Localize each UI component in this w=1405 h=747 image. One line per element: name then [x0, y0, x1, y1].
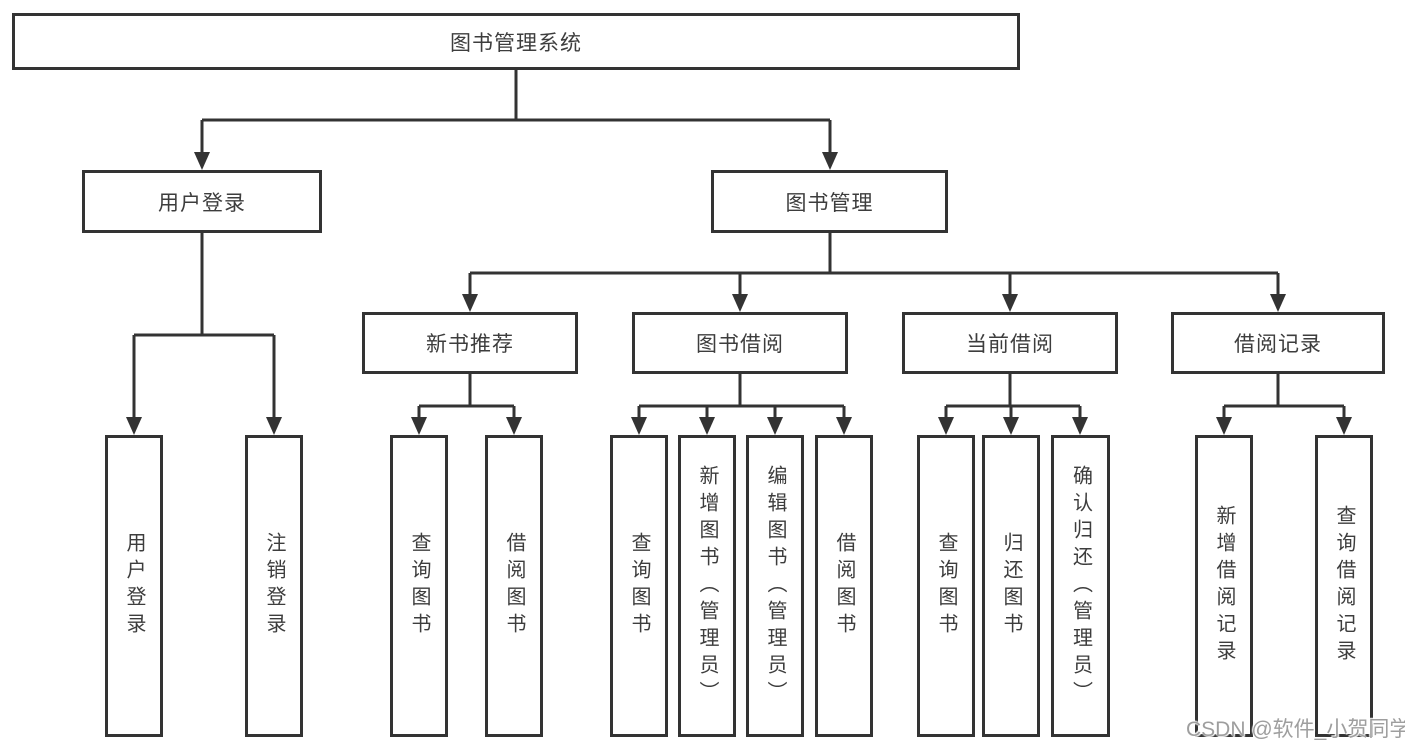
node-borrow-records: 借阅记录 [1171, 312, 1385, 374]
leaf-br-query-borrow-record: 查询借阅记录 [1315, 435, 1373, 737]
leaf-label: 用户登录 [123, 532, 145, 640]
leaf-br-add-borrow-record: 新增借阅记录 [1195, 435, 1253, 737]
leaf-logout-login: 注销登录 [245, 435, 303, 737]
leaf-label: 新增图书（管理员） [696, 464, 718, 708]
leaf-label: 确认归还（管理员） [1069, 464, 1092, 708]
node-user-login: 用户登录 [82, 170, 322, 233]
watermark-text: CSDN @软件_小贺同学 [1186, 718, 1405, 741]
leaf-bb-edit-books-admin: 编辑图书（管理员） [746, 435, 804, 737]
leaf-bb-query-books: 查询图书 [610, 435, 668, 737]
leaf-nb-borrow-books: 借阅图书 [485, 435, 543, 737]
leaf-cb-return-books: 归还图书 [982, 435, 1040, 737]
leaf-bb-borrow-books: 借阅图书 [815, 435, 873, 737]
node-current-borrow: 当前借阅 [902, 312, 1118, 374]
leaf-label: 借阅图书 [503, 532, 525, 640]
leaf-label: 编辑图书（管理员） [764, 464, 786, 708]
leaf-label: 新增借阅记录 [1213, 505, 1235, 667]
leaf-user-login: 用户登录 [105, 435, 163, 737]
leaf-label: 归还图书 [1000, 532, 1022, 640]
node-new-book-recommend: 新书推荐 [362, 312, 578, 374]
node-book-borrow: 图书借阅 [632, 312, 848, 374]
leaf-label: 查询借阅记录 [1333, 505, 1355, 667]
leaf-nb-query-books: 查询图书 [390, 435, 448, 737]
arrowheads [126, 152, 1352, 435]
leaf-label: 查询图书 [408, 532, 430, 640]
leaf-bb-add-books-admin: 新增图书（管理员） [678, 435, 736, 737]
node-root: 图书管理系统 [12, 13, 1020, 70]
node-book-management: 图书管理 [711, 170, 948, 233]
leaf-label: 查询图书 [628, 532, 650, 640]
leaf-cb-confirm-return-admin: 确认归还（管理员） [1051, 435, 1110, 737]
leaf-label: 借阅图书 [833, 532, 855, 640]
leaf-cb-query-books: 查询图书 [917, 435, 975, 737]
leaf-label: 查询图书 [935, 532, 957, 640]
leaf-label: 注销登录 [263, 532, 285, 640]
